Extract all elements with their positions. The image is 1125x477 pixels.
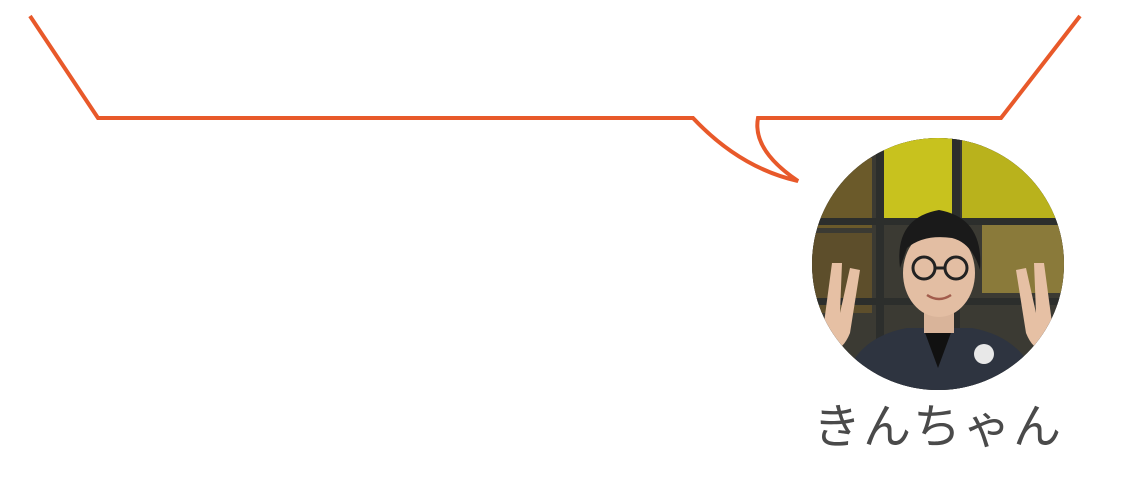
speaker-name: きんちゃん — [812, 399, 1063, 455]
speech-bubble-path — [28, 14, 1082, 183]
speech-bubble-outline — [28, 14, 1082, 183]
person-photo-icon — [812, 138, 1064, 390]
speech-bubble-text — [110, 40, 990, 100]
avatar — [812, 138, 1064, 390]
